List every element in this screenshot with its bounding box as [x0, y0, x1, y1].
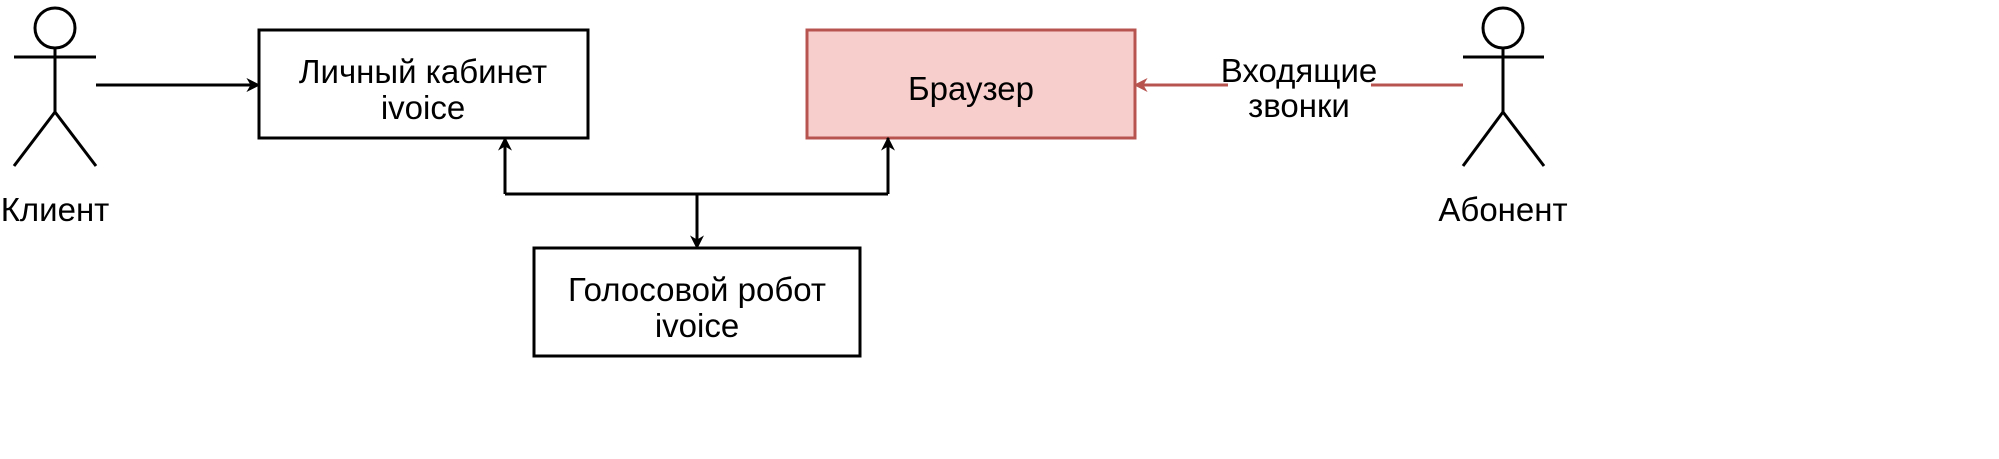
client-label: Клиент	[1, 191, 110, 228]
browser-label: Браузер	[908, 70, 1034, 107]
browser-node[interactable]: Браузер	[805, 28, 1137, 140]
robot-connector	[498, 136, 895, 250]
robot-line2: ivoice	[655, 307, 739, 344]
subscriber-label: Абонент	[1438, 191, 1567, 228]
incoming-line1: Входящие	[1221, 52, 1377, 89]
client-actor-icon	[12, 6, 98, 167]
incoming-calls-label: Входящие звонки	[1221, 52, 1377, 124]
robot-node[interactable]: Голосовой робот ivoice	[532, 246, 862, 358]
subscriber-actor-icon	[1461, 6, 1546, 167]
cabinet-line2: ivoice	[381, 89, 465, 126]
robot-line1: Голосовой робот	[568, 271, 826, 308]
incoming-line2: звонки	[1248, 87, 1350, 124]
cabinet-line1: Личный кабинет	[299, 53, 547, 90]
cabinet-node[interactable]: Личный кабинет ivoice	[257, 28, 590, 140]
